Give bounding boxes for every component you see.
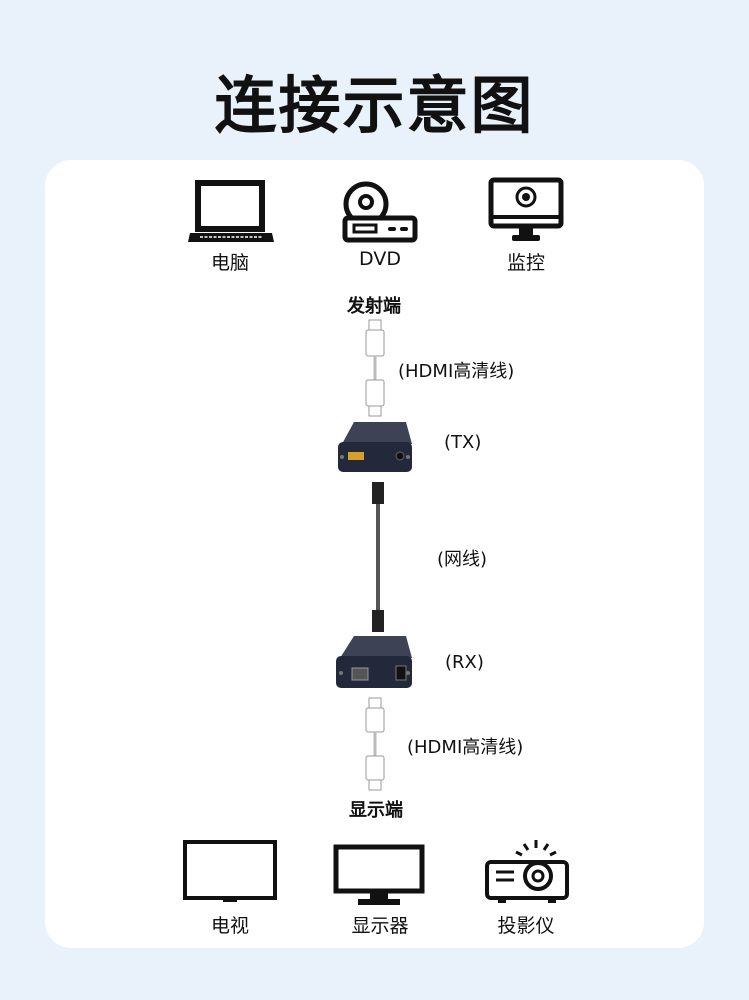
rx-label: (RX) xyxy=(445,652,484,673)
hdmi-cable-1 xyxy=(365,319,385,417)
transmitter-end-label: 发射端 xyxy=(347,296,401,317)
hdmi-cable-label-1: (HDMI高清线) xyxy=(398,361,515,382)
page-title: 连接示意图 xyxy=(214,69,535,142)
tx-extender-device xyxy=(338,422,412,472)
network-cable xyxy=(372,482,384,632)
display-label-monitor: 显示器 xyxy=(351,915,409,937)
surveillance-monitor-icon xyxy=(488,177,564,241)
hdmi-cable-label-2: (HDMI高清线) xyxy=(407,737,524,758)
source-label-computer: 电脑 xyxy=(210,252,249,274)
source-label-dvd: DVD xyxy=(359,248,401,270)
tx-label: (TX) xyxy=(444,432,482,453)
tv-icon xyxy=(183,840,277,902)
source-label-surveillance: 监控 xyxy=(506,252,545,274)
rx-extender-device xyxy=(336,636,412,688)
display-label-projector: 投影仪 xyxy=(497,915,555,937)
network-cable-label: (网线) xyxy=(437,549,488,570)
laptop-icon xyxy=(188,180,274,242)
monitor-icon xyxy=(333,844,425,905)
projector-icon xyxy=(485,840,569,903)
dvd-player-icon xyxy=(342,181,418,243)
display-end-label: 显示端 xyxy=(349,800,403,821)
diagram-card xyxy=(45,160,704,948)
hdmi-cable-2 xyxy=(365,697,385,791)
display-label-tv: 电视 xyxy=(210,915,249,937)
